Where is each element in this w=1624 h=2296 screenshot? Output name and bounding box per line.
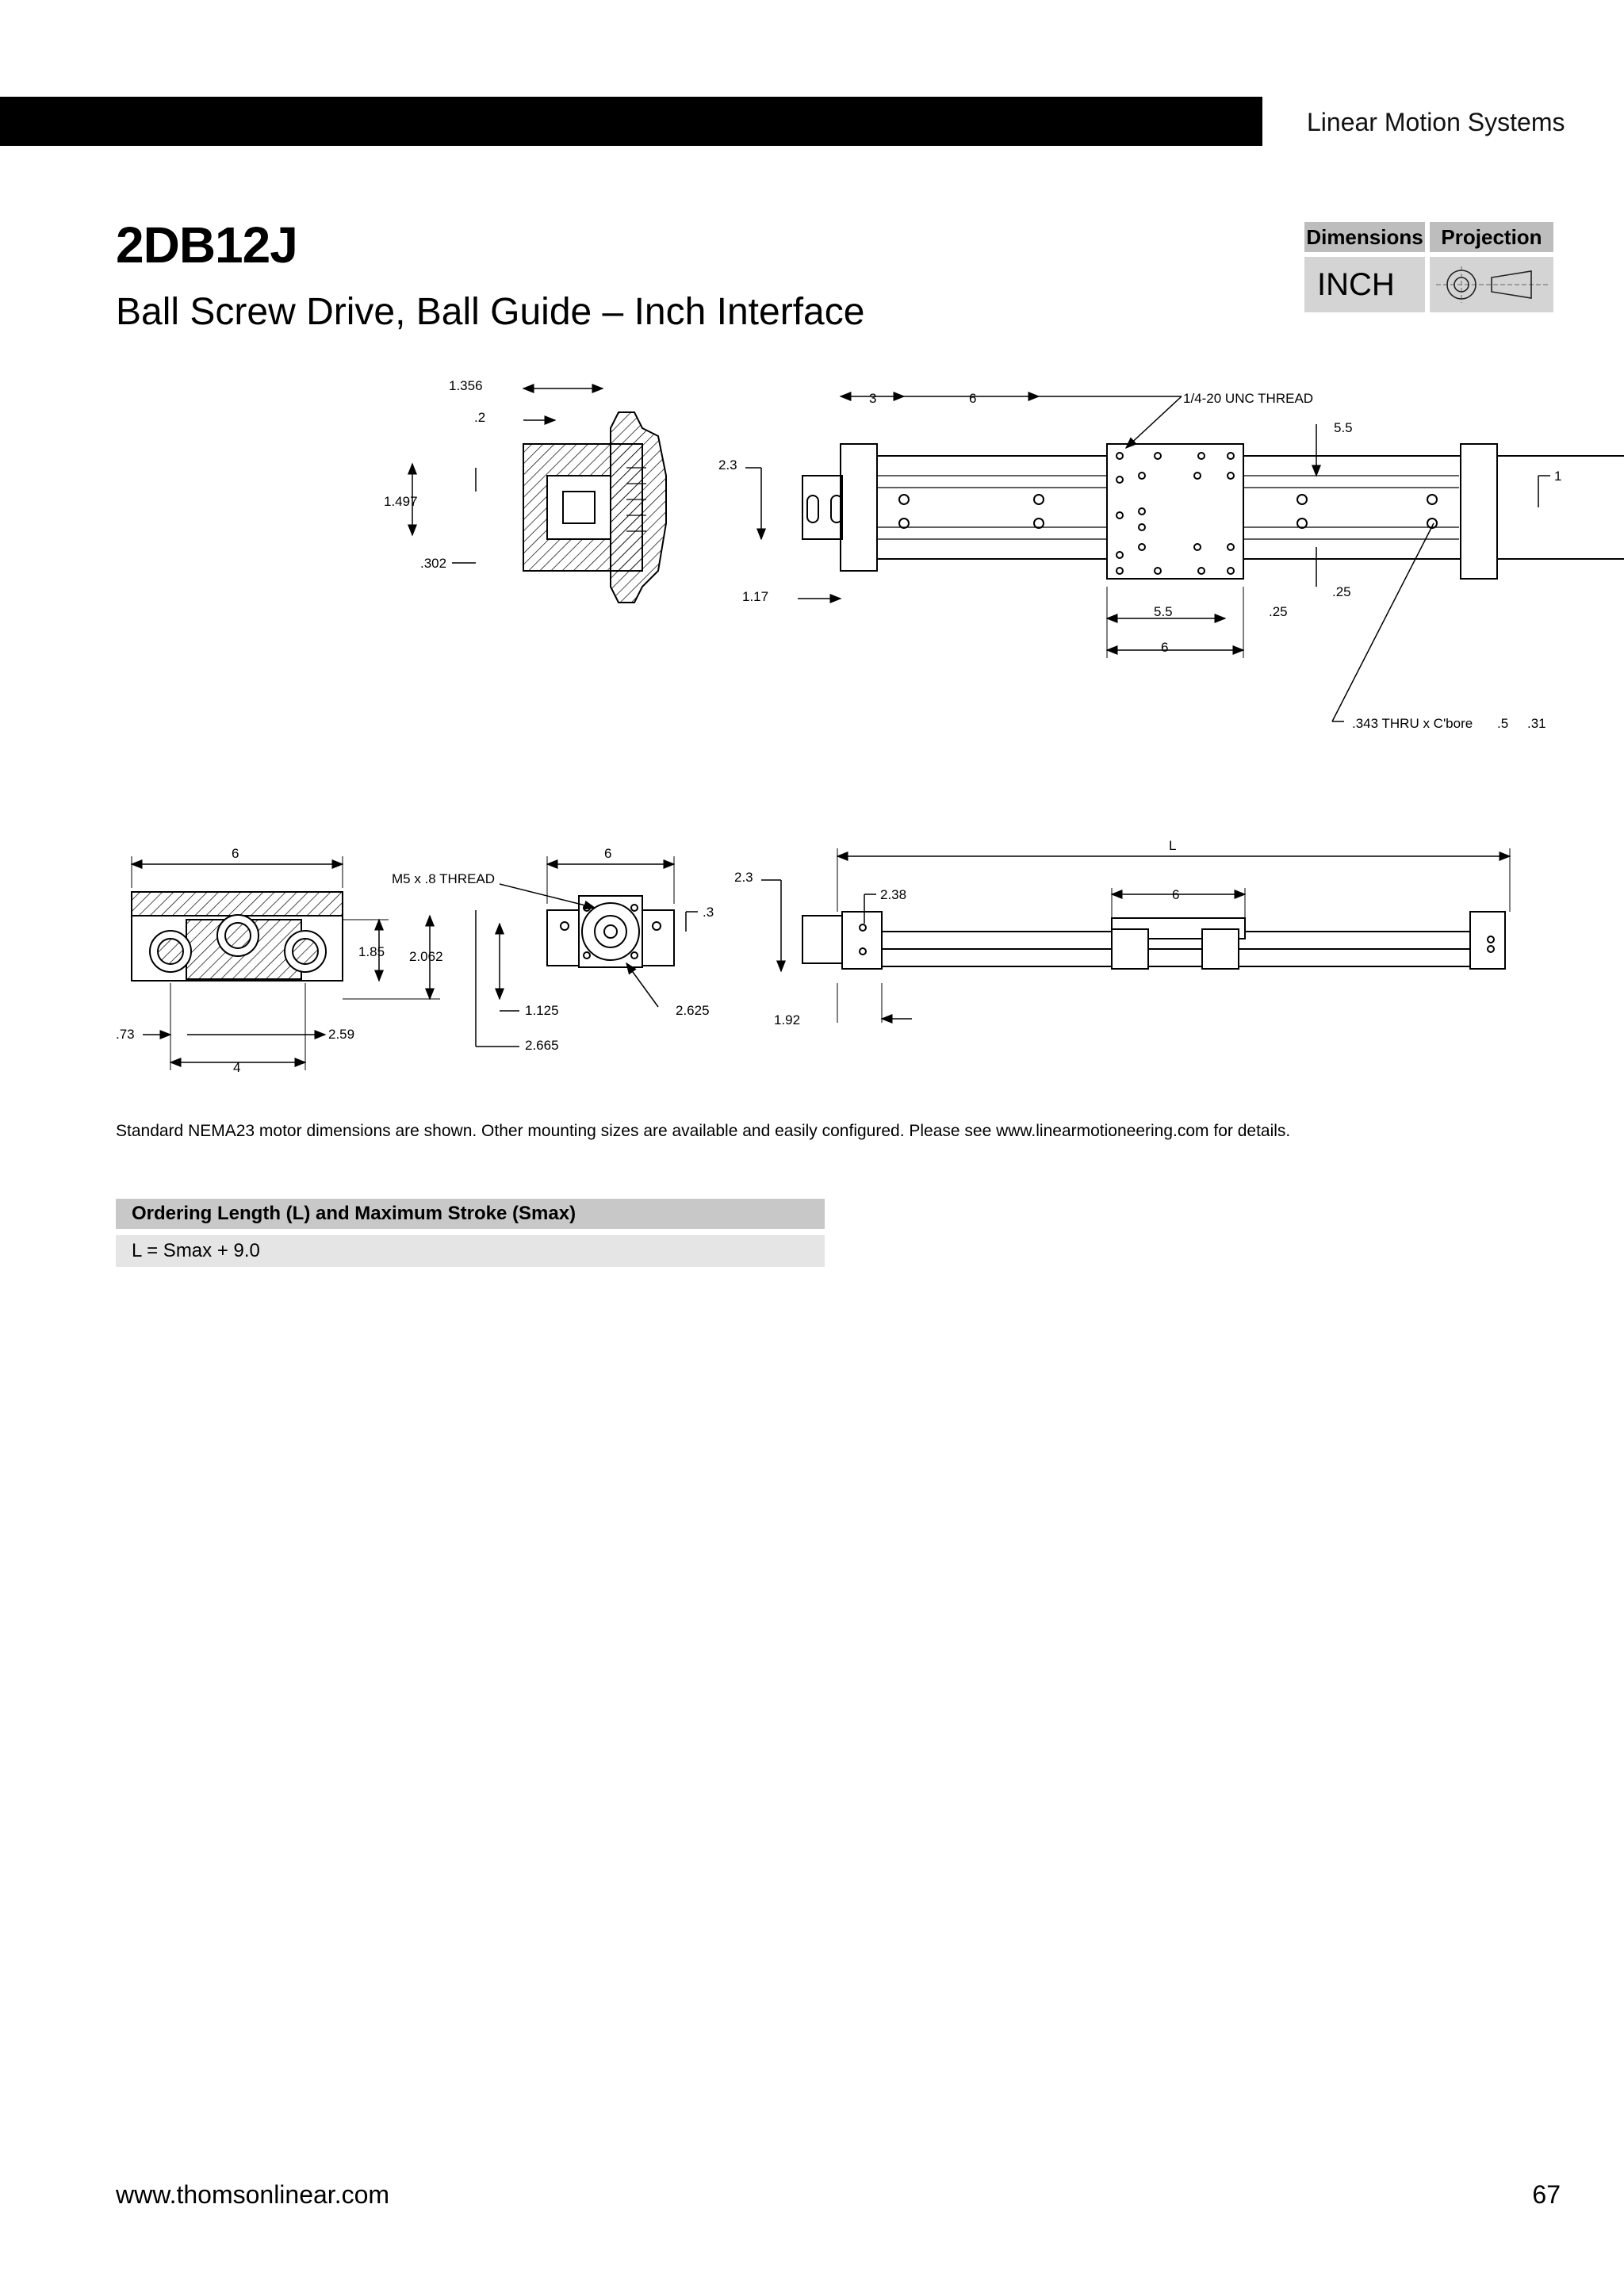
projection-cell xyxy=(1430,257,1553,312)
dim-259: 2.59 xyxy=(328,1027,354,1042)
product-subtitle: Ball Screw Drive, Ball Guide – Inch Inte… xyxy=(116,291,865,333)
technical-drawings: 1.356 .2 1.497 .302 xyxy=(116,378,1624,1075)
dim-0302: .302 xyxy=(420,556,446,571)
dim-6-endview: 6 xyxy=(232,846,239,861)
dim-117: 1.17 xyxy=(742,589,768,604)
dim-2062: 2.062 xyxy=(409,949,443,964)
end-view-top xyxy=(408,384,667,603)
dim-238: 2.38 xyxy=(880,887,906,902)
dim-192: 1.92 xyxy=(774,1012,800,1027)
dim-L: L xyxy=(1169,838,1176,853)
dim-cbore-dia: .5 xyxy=(1497,716,1508,731)
side-view xyxy=(761,848,1511,1024)
dim-185: 1.85 xyxy=(358,944,385,959)
projection-header: Projection xyxy=(1430,222,1553,252)
top-view xyxy=(745,392,1624,722)
header-bar xyxy=(0,97,1262,146)
dim-55-bottom: 5.5 xyxy=(1154,604,1173,619)
ordering-formula: L = Smax + 9.0 xyxy=(116,1235,825,1267)
motor-note: Standard NEMA23 motor dimensions are sho… xyxy=(116,1122,1291,1140)
dim-1356: 1.356 xyxy=(449,378,483,393)
unit-cell: INCH xyxy=(1304,257,1425,312)
dim-55-right: 5.5 xyxy=(1334,420,1353,435)
ordering-table-header: Ordering Length (L) and Maximum Stroke (… xyxy=(116,1199,825,1229)
dim-6-motor: 6 xyxy=(604,846,611,861)
dim-23-side: 2.3 xyxy=(734,870,753,885)
product-code: 2DB12J xyxy=(116,216,298,274)
dim-2625: 2.625 xyxy=(676,1003,710,1018)
dim-073: .73 xyxy=(116,1027,135,1042)
dim-2665: 2.665 xyxy=(525,1038,559,1053)
section-title: Linear Motion Systems xyxy=(1307,108,1565,136)
footer-url[interactable]: www.thomsonlinear.com xyxy=(116,2180,390,2209)
dim-025-b: .25 xyxy=(1332,584,1351,599)
dim-thread-unc: 1/4-20 UNC THREAD xyxy=(1183,391,1313,406)
dim-cbore: .343 THRU x C'bore xyxy=(1352,716,1473,731)
first-angle-projection-icon xyxy=(1436,266,1549,303)
page-number: 67 xyxy=(1532,2180,1561,2209)
dim-cbore-depth: .31 xyxy=(1527,716,1546,731)
dimensions-header: Dimensions xyxy=(1304,222,1425,252)
dim-6-bottom: 6 xyxy=(1161,640,1168,655)
dim-025-a: .25 xyxy=(1269,604,1288,619)
dim-1: 1 xyxy=(1554,469,1561,484)
dim-1497: 1.497 xyxy=(384,494,418,509)
dim-6-side: 6 xyxy=(1172,887,1179,902)
dim-4: 4 xyxy=(233,1060,240,1075)
dim-3: 3 xyxy=(869,391,876,406)
unit-value: INCH xyxy=(1317,267,1395,302)
dim-02: .2 xyxy=(474,410,485,425)
motor-view xyxy=(475,856,698,1047)
dim-03: .3 xyxy=(703,905,714,920)
dim-1125: 1.125 xyxy=(525,1003,559,1018)
dim-23-top: 2.3 xyxy=(718,457,737,473)
end-view-bottom xyxy=(130,856,440,1070)
dim-6-top: 6 xyxy=(969,391,976,406)
dim-m5-thread: M5 x .8 THREAD xyxy=(392,871,495,886)
